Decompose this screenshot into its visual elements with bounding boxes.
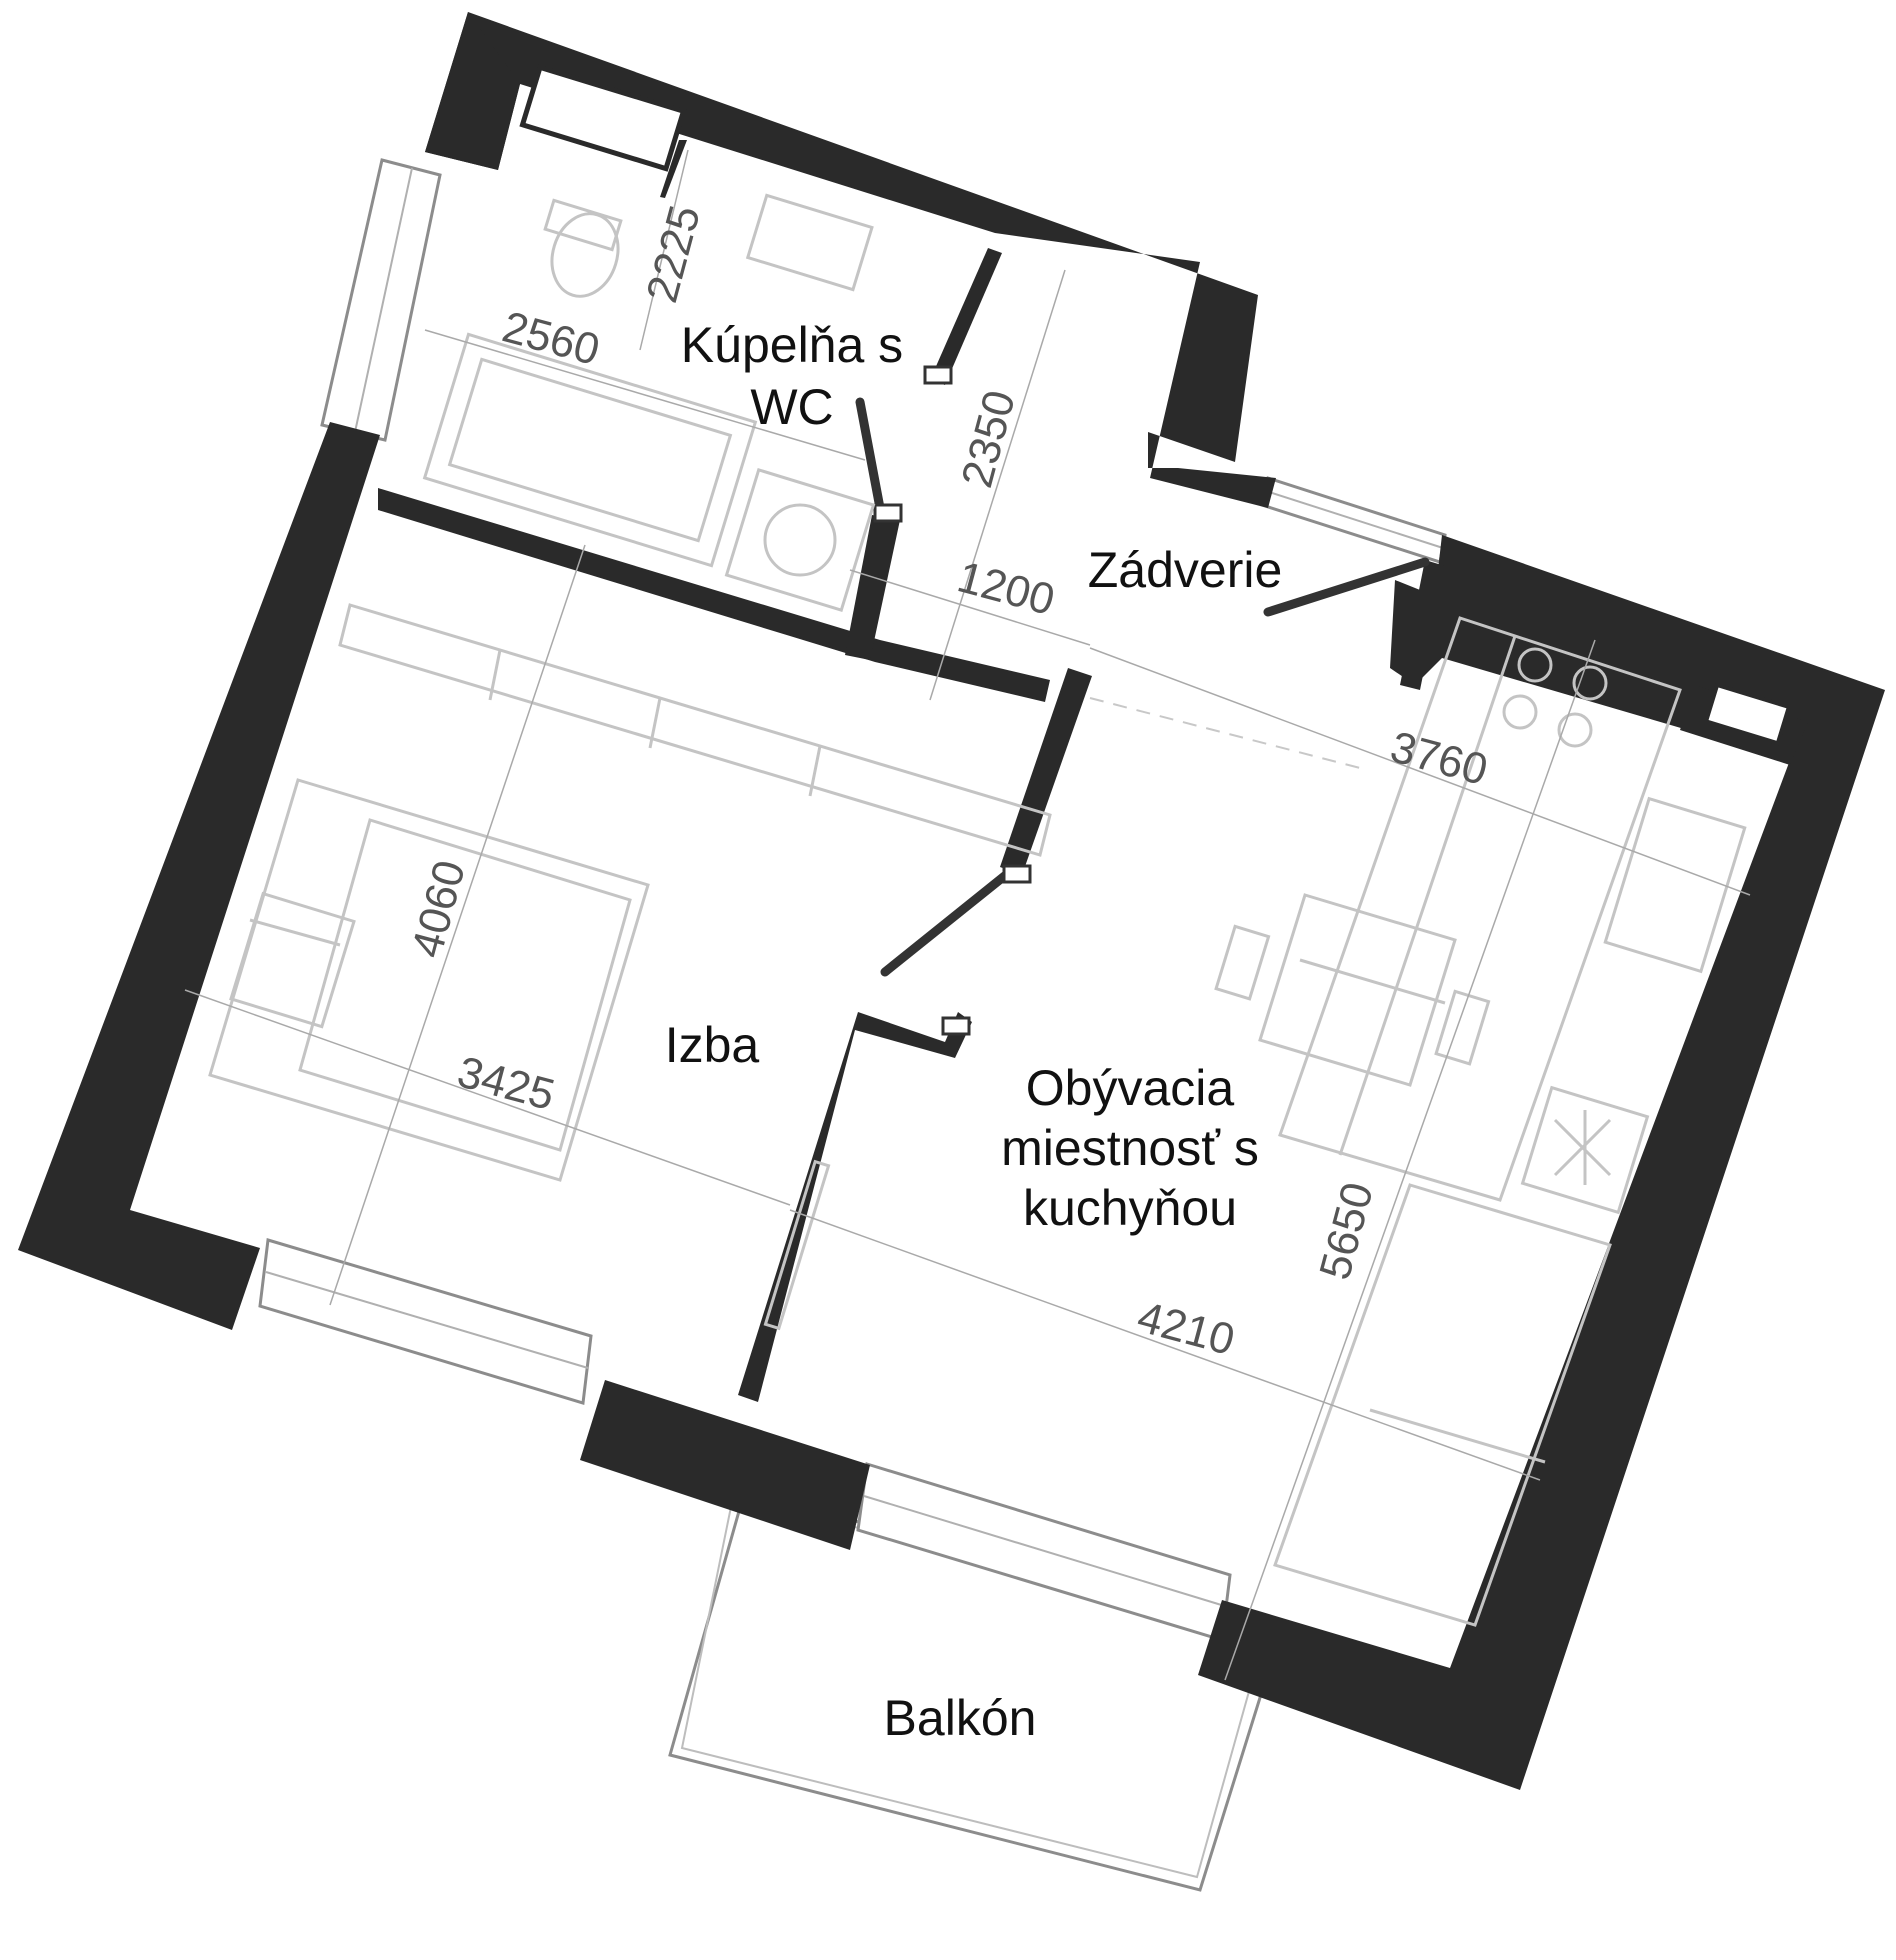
wall-kitchen-niche (1400, 560, 1445, 690)
hob-burner (1517, 647, 1553, 683)
dim-hall-width: 1200 (952, 552, 1059, 625)
door-bathroom (855, 397, 885, 513)
room-labels: Kúpelňa s WC Zádverie Izba Obývacia mies… (665, 317, 1283, 1746)
bed (208, 778, 650, 1182)
kitchen-opening-dashed (1089, 697, 1361, 769)
wall-right (1198, 535, 1885, 1790)
sink (745, 193, 874, 292)
bathtub (422, 332, 758, 568)
room-label-living-line2: miestnosť s (1001, 1120, 1259, 1176)
exterior-walls (18, 12, 1885, 1790)
kitchen-counter (1278, 616, 1682, 1202)
room-label-balcony: Balkón (884, 1690, 1037, 1746)
oven (1520, 1085, 1650, 1215)
doors (855, 365, 1430, 1036)
room-label-living-line1: Obývacia (1026, 1060, 1235, 1116)
dim-bedroom-depth: 4060 (402, 855, 475, 962)
interior-walls (378, 64, 1808, 1402)
door-bedroom (880, 865, 1017, 977)
room-label-vestibule: Zádverie (1088, 542, 1283, 598)
dining-table (1258, 893, 1457, 1087)
wall-top-corner (425, 12, 520, 170)
door-entrance (1263, 557, 1430, 617)
sofa (1273, 1183, 1612, 1627)
dim-bedroom-width: 3425 (452, 1047, 559, 1120)
furniture (208, 193, 1747, 1627)
room-label-bathroom-line1: Kúpelňa s (681, 317, 903, 373)
tv-unit (763, 1159, 831, 1331)
room-label-living-line3: kuchyňou (1023, 1180, 1237, 1236)
wall-bath-door-jamb (845, 515, 900, 660)
room-label-bathroom-line2: WC (750, 379, 833, 435)
washing-machine (724, 467, 876, 613)
window-bedroom (258, 1238, 593, 1405)
wall-left (18, 422, 380, 1330)
window-bathroom (320, 158, 442, 442)
wall-bath-bedroom (378, 488, 1050, 702)
dim-living-width: 4210 (1132, 1292, 1239, 1365)
room-label-bedroom: Izba (665, 1017, 760, 1073)
kitchen-sink (1603, 796, 1747, 974)
dimension-lines (184, 149, 1751, 1681)
wall-top (425, 12, 1276, 508)
dim-hall-depth: 2350 (952, 385, 1025, 492)
wardrobe (338, 603, 1052, 857)
wall-bedroom-living-lower (738, 1012, 972, 1402)
wall-bedroom-living-upper (1000, 668, 1092, 875)
wall-pillar-bottom (580, 1380, 870, 1550)
dim-bath-width: 2560 (497, 302, 604, 375)
windows (258, 158, 1447, 1642)
wall-bath-hall (930, 248, 1002, 385)
shaft (519, 64, 687, 172)
dim-bath-depth: 2225 (637, 200, 710, 307)
